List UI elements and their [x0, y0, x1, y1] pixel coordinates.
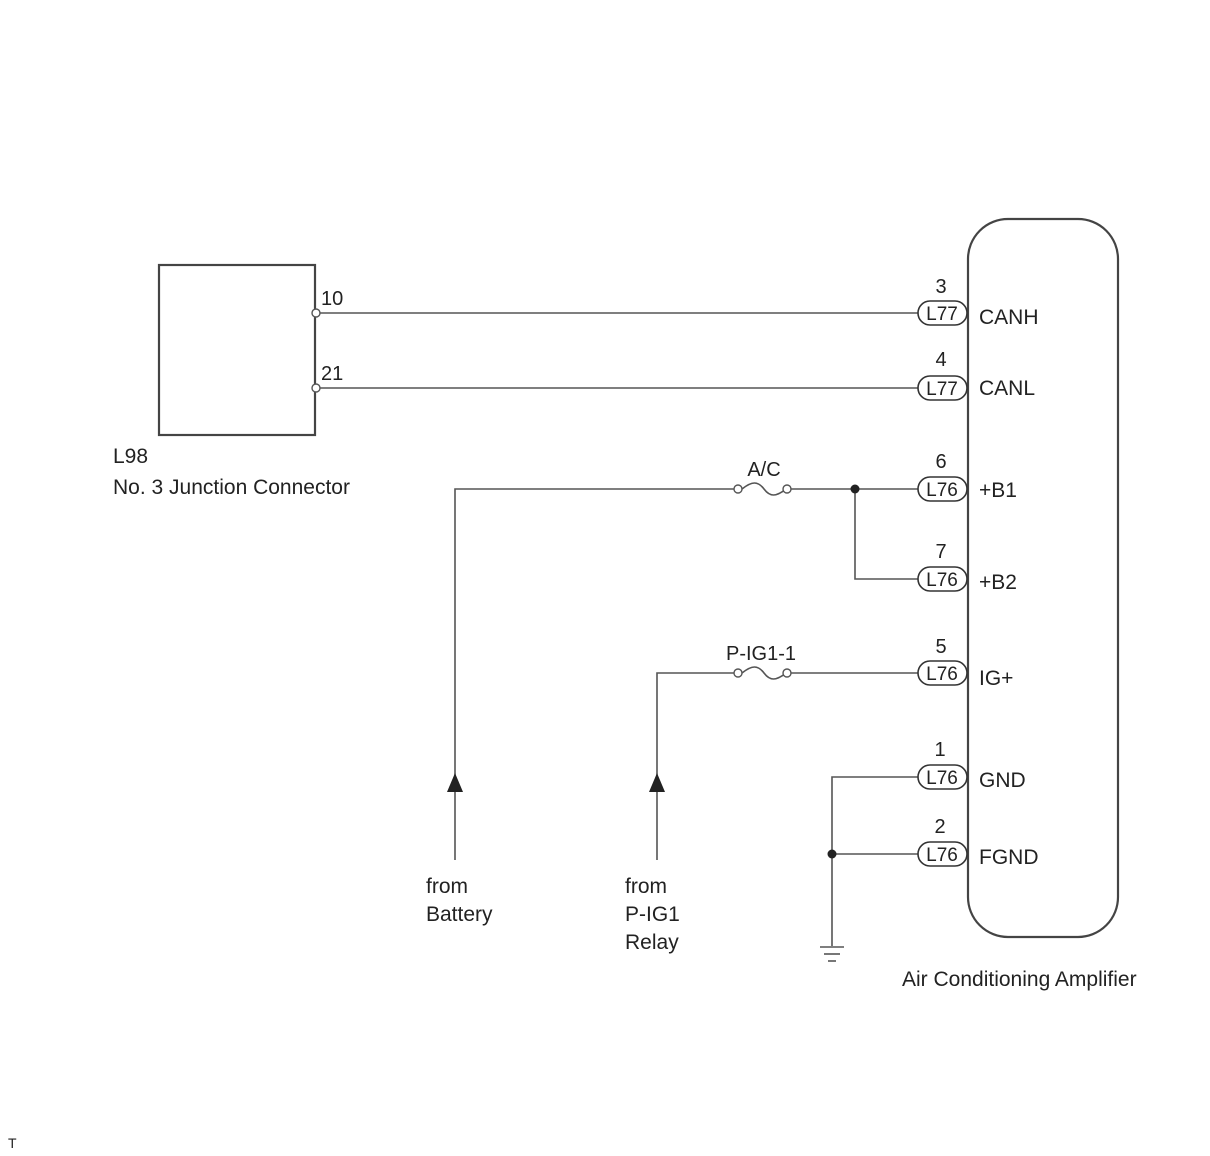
pin-number: 3: [935, 276, 946, 298]
pig-fuse: [741, 666, 787, 680]
terminal-b1: L76 6 +B1: [917, 451, 1017, 502]
footer-mark: T: [8, 1135, 17, 1151]
junction-pin-21: 21: [321, 363, 343, 385]
ac-fuse-label: A/C: [747, 459, 780, 481]
battery-wire: [454, 488, 738, 860]
terminal-fgnd: L76 2 FGND: [917, 816, 1039, 869]
ac-fuse-terminal-right: [782, 484, 792, 494]
junction-pin-21-terminal: [311, 383, 321, 393]
connector-code: L77: [926, 304, 958, 325]
pig-fuse-terminal-left: [733, 668, 743, 678]
ground-icon: [820, 946, 844, 962]
pig-fuse-label: P-IG1-1: [726, 643, 796, 665]
relay-source-line3: Relay: [625, 931, 679, 954]
pig-fuse-terminal-right: [782, 668, 792, 678]
terminal-label: +B1: [979, 479, 1017, 502]
b-splice-point: [850, 484, 860, 494]
pin-number: 7: [935, 541, 946, 563]
connector-l76-b2: [917, 566, 968, 592]
connector-code: L76: [926, 664, 958, 685]
connector-l76-fgnd: [917, 841, 968, 867]
b2-wire: [854, 489, 918, 580]
terminal-label: CANL: [979, 377, 1035, 400]
pin-number: 1: [934, 739, 945, 761]
terminal-label: FGND: [979, 846, 1039, 869]
junction-name: No. 3 Junction Connector: [113, 476, 350, 499]
connector-code: L76: [926, 570, 958, 591]
relay-wire: [656, 672, 738, 860]
battery-source-line2: Battery: [426, 903, 493, 926]
battery-source-line1: from: [426, 875, 468, 898]
ac-fuse: [741, 482, 787, 496]
amplifier-name: Air Conditioning Amplifier: [902, 968, 1137, 991]
ground-splice-point: [827, 849, 837, 859]
terminal-label: IG+: [979, 667, 1013, 690]
battery-arrow-icon: [447, 773, 463, 792]
pin-number: 4: [935, 349, 946, 371]
pin-number: 5: [935, 636, 946, 658]
connector-code: L77: [926, 379, 958, 400]
relay-arrow-icon: [649, 773, 665, 792]
gnd-wire: [831, 776, 918, 946]
connector-code: L76: [926, 480, 958, 501]
pin-number: 2: [934, 816, 945, 838]
ac-fuse-terminal-left: [733, 484, 743, 494]
terminal-canh: L77 3 CANH: [917, 276, 1039, 329]
terminal-gnd: L76 1 GND: [917, 739, 1026, 792]
connector-l77-canh: [917, 300, 968, 326]
connector-l77-canl: [917, 375, 968, 401]
connector-l76-gnd: [917, 764, 968, 790]
connector-code: L76: [926, 845, 958, 866]
relay-source-line2: P-IG1: [625, 903, 680, 926]
relay-source-line1: from: [625, 875, 667, 898]
connector-l76-ig: [917, 660, 968, 686]
air-conditioning-amplifier-box: [966, 217, 1120, 939]
pin-number: 6: [935, 451, 946, 473]
connector-l76-b1: [917, 476, 968, 502]
junction-connector-box: [157, 263, 317, 437]
junction-code: L98: [113, 445, 148, 468]
connector-code: L76: [926, 768, 958, 789]
terminal-label: CANH: [979, 306, 1039, 329]
junction-pin-10-terminal: [311, 308, 321, 318]
terminal-ig: L76 5 IG+: [917, 636, 1013, 690]
terminal-b2: L76 7 +B2: [917, 541, 1017, 594]
terminal-label: GND: [979, 769, 1026, 792]
terminal-label: +B2: [979, 571, 1017, 594]
terminal-canl: L77 4 CANL: [917, 349, 1035, 401]
junction-pin-10: 10: [321, 288, 343, 310]
